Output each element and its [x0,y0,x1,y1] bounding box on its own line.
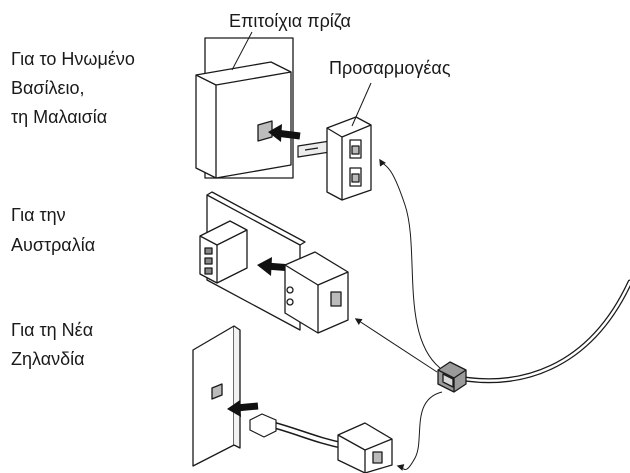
nz-insert-arrow-head [227,400,241,417]
nz-small-plug [249,413,277,438]
uk-malaysia-label-line-1: Για το Ηνωμένο [11,49,135,69]
nz-socket-hole [211,383,223,400]
new-zealand-label-line-2: Ζηλανδία [11,349,85,369]
wall-socket-label: Επιτοίχια πρίζα [229,11,351,31]
uk-malaysia-label-line-2: Βασίλειο, [11,78,85,98]
australia-label-line-1: Για την [11,205,66,225]
arrow-to-nz-coupler [396,391,443,471]
uk-insert-arrow-head [268,124,282,142]
uk-plug [297,140,331,158]
uk-socket-hole [257,120,273,142]
au-plug [284,251,349,334]
arrow-to-au-plug [354,318,438,373]
nz-wall-socket [192,325,241,467]
arrow-to-adapter [379,158,441,369]
australia-label-line-2: Αυστραλία [11,235,96,255]
modular-plug [437,361,467,393]
wall-socket-leader [231,31,253,71]
uk-wall-socket [195,37,294,179]
nz-cable [266,420,349,450]
telephone-cord [445,279,630,384]
au-wall-socket [199,191,306,331]
uk-socket-body [195,61,292,179]
au-insert-arrow-head [257,257,272,276]
adapter-leader [351,82,372,127]
nz-coupler [337,422,393,473]
adapter [326,116,372,201]
adapter-label: Προσαρμογέας [329,58,451,78]
uk-malaysia-label-line-3: τη Μαλαισία [11,107,108,127]
new-zealand-label-line-1: Για τη Νέα [11,320,94,340]
